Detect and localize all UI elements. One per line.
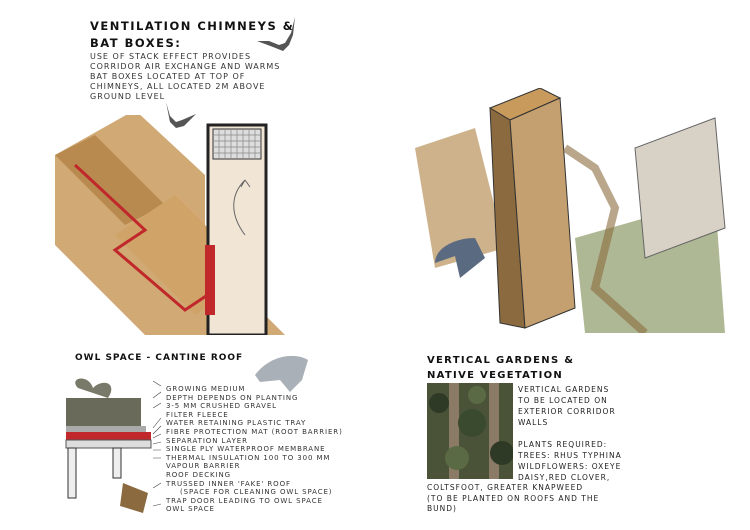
text-line: CHIMNEYS, ALL LOCATED 2M ABOVE [90,82,266,91]
layer-label: TRUSSED INNER 'FAKE' ROOF [166,479,291,488]
bat-illustration [257,17,295,51]
roof-layer-labels: GROWING MEDIUM DEPTH DEPENDS ON PLANTING… [166,385,343,514]
title-line: VENTILATION CHIMNEYS & [90,19,295,33]
text-line: EXTERIOR CORRIDOR [518,407,616,416]
text-line: WALLS [518,418,549,427]
text-line: CORRIDOR AIR EXCHANGE AND WARMS [90,62,281,71]
vertical-gardens-text-wide: COLTSFOOT, GREATER KNAPWEED (TO BE PLANT… [427,483,599,515]
ventilation-title: VENTILATION CHIMNEYS & BAT BOXES: [90,18,294,52]
layer-label: FILTER FLEECE [166,410,229,419]
ventilation-description: USE OF STACK EFFECT PROVIDES CORRIDOR AI… [90,52,280,102]
layer-label: SEPARATION LAYER [166,436,248,445]
layer-label: (SPACE FOR CLEANING OWL SPACE) [180,488,333,497]
title-line: VERTICAL GARDENS & [427,355,575,366]
green-roof-section-drawing [65,378,162,513]
layer-label: OWL SPACE [166,505,215,514]
text-line: TREES: RHUS TYPHINA [518,451,622,460]
layer-label: VAPOUR BARRIER [166,462,241,471]
text-line: DAISY,RED CLOVER, [518,473,611,482]
layer-label: ROOF DECKING [166,470,231,479]
text-line: BUND) [427,504,457,513]
title-line: NATIVE VEGETATION [427,370,564,381]
text-line: (TO BE PLANTED ON ROOFS AND THE [427,493,600,503]
text-line: USE OF STACK EFFECT PROVIDES [90,52,252,61]
bat-illustration [166,102,196,128]
owl-illustration [255,355,308,392]
layer-label: FIBRE PROTECTION MAT (ROOT BARRIER) [166,427,343,436]
vertical-gardens-text: VERTICAL GARDENS TO BE LOCATED ON EXTERI… [518,384,622,483]
layer-label: 3-5 MM CRUSHED GRAVEL [166,402,277,411]
text-line: TO BE LOCATED ON [518,396,608,405]
layer-label: SINGLE PLY WATERPROOF MEMBRANE [166,445,326,454]
text-line: BAT BOXES LOCATED AT TOP OF [90,72,246,81]
vertical-garden-photo [427,383,513,479]
layer-label: TRAP DOOR LEADING TO OWL SPACE [166,496,323,505]
chimney-perspective-drawing [415,88,735,333]
text-line: COLTSFOOT, GREATER KNAPWEED [427,483,584,492]
text-line: PLANTS REQUIRED: [518,440,608,449]
vertical-gardens-title: VERTICAL GARDENS & NATIVE VEGETATION [427,353,574,383]
text-line: WILDFLOWERS: OXEYE [518,462,622,471]
owl-space-title: OWL SPACE - CANTINE ROOF [75,353,244,363]
layer-label: WATER RETAINING PLASTIC TRAY [166,419,307,428]
text-line: VERTICAL GARDENS [518,385,610,394]
layer-label: THERMAL INSULATION 100 TO 300 MM [166,453,331,462]
chimney-section-drawing [55,115,285,335]
layer-label: GROWING MEDIUM [166,385,246,393]
title-line: BAT BOXES: [90,36,182,50]
text-line: GROUND LEVEL [90,92,166,101]
layer-label: DEPTH DEPENDS ON PLANTING [166,393,299,402]
